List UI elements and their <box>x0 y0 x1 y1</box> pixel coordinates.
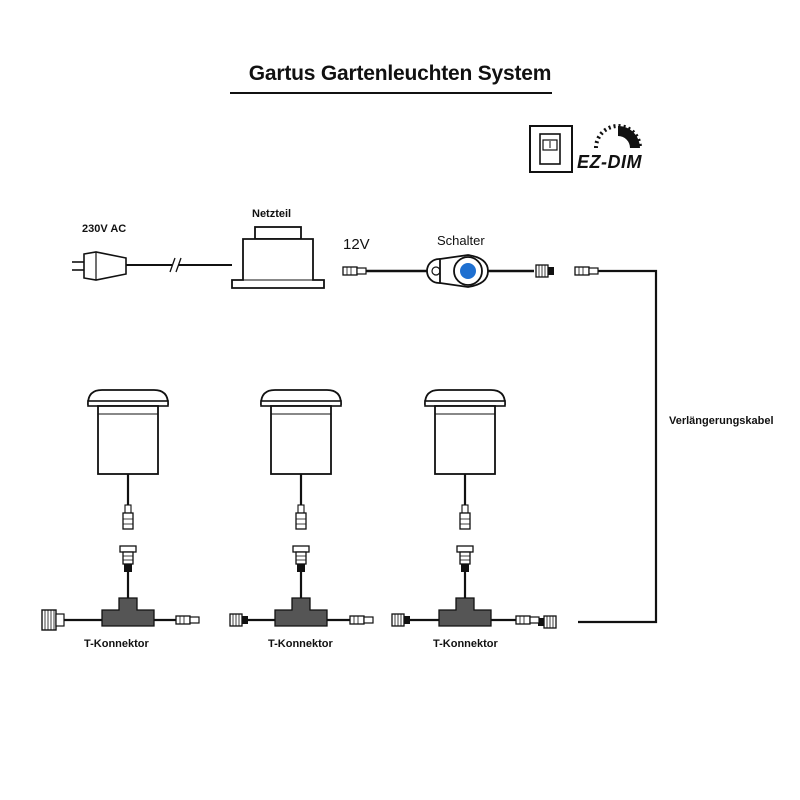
label-t-konnektor-3: T-Konnektor <box>433 638 498 650</box>
diagram-title: Gartus Gartenleuchten System <box>248 62 552 85</box>
t-connector-1-left-cap <box>41 609 65 631</box>
extension-cable-plug <box>574 266 599 276</box>
ez-dim-logo-text: EZ-DIM <box>577 152 642 172</box>
t-connector-sockets <box>119 545 474 573</box>
fixture-plugs <box>122 504 471 530</box>
t-connector-3 <box>391 597 540 627</box>
fixture-leads <box>126 474 467 505</box>
light-fixture-2 <box>260 389 342 475</box>
extension-cable <box>578 269 658 624</box>
title-underline <box>230 92 552 94</box>
label-schalter: Schalter <box>437 233 485 248</box>
power-supply <box>231 226 325 289</box>
ez-dim-logo-icon <box>594 124 642 149</box>
mains-plug <box>72 251 127 281</box>
label-230v-ac: 230V AC <box>82 223 127 235</box>
label-t-konnektor-2: T-Konnektor <box>268 638 333 650</box>
switch-output-connector <box>535 264 555 278</box>
switch-button-icon <box>460 263 476 279</box>
t-connector-2 <box>229 597 374 627</box>
mains-cable <box>126 257 232 273</box>
light-fixture-1 <box>87 389 169 475</box>
label-netzteil: Netzteil <box>252 208 292 220</box>
inline-switch <box>426 254 489 288</box>
extension-cable-end-connector <box>537 615 557 629</box>
dc-output-connector <box>342 266 432 276</box>
label-verlaengerungskabel: Verlängerungskabel <box>669 415 774 427</box>
rocker-switch-icon <box>529 125 573 173</box>
label-12v: 12V <box>343 236 370 253</box>
t-connector-1 <box>41 597 200 631</box>
light-fixture-3 <box>424 389 506 475</box>
label-t-konnektor-1: T-Konnektor <box>84 638 149 650</box>
t-connector-stems <box>126 572 467 598</box>
